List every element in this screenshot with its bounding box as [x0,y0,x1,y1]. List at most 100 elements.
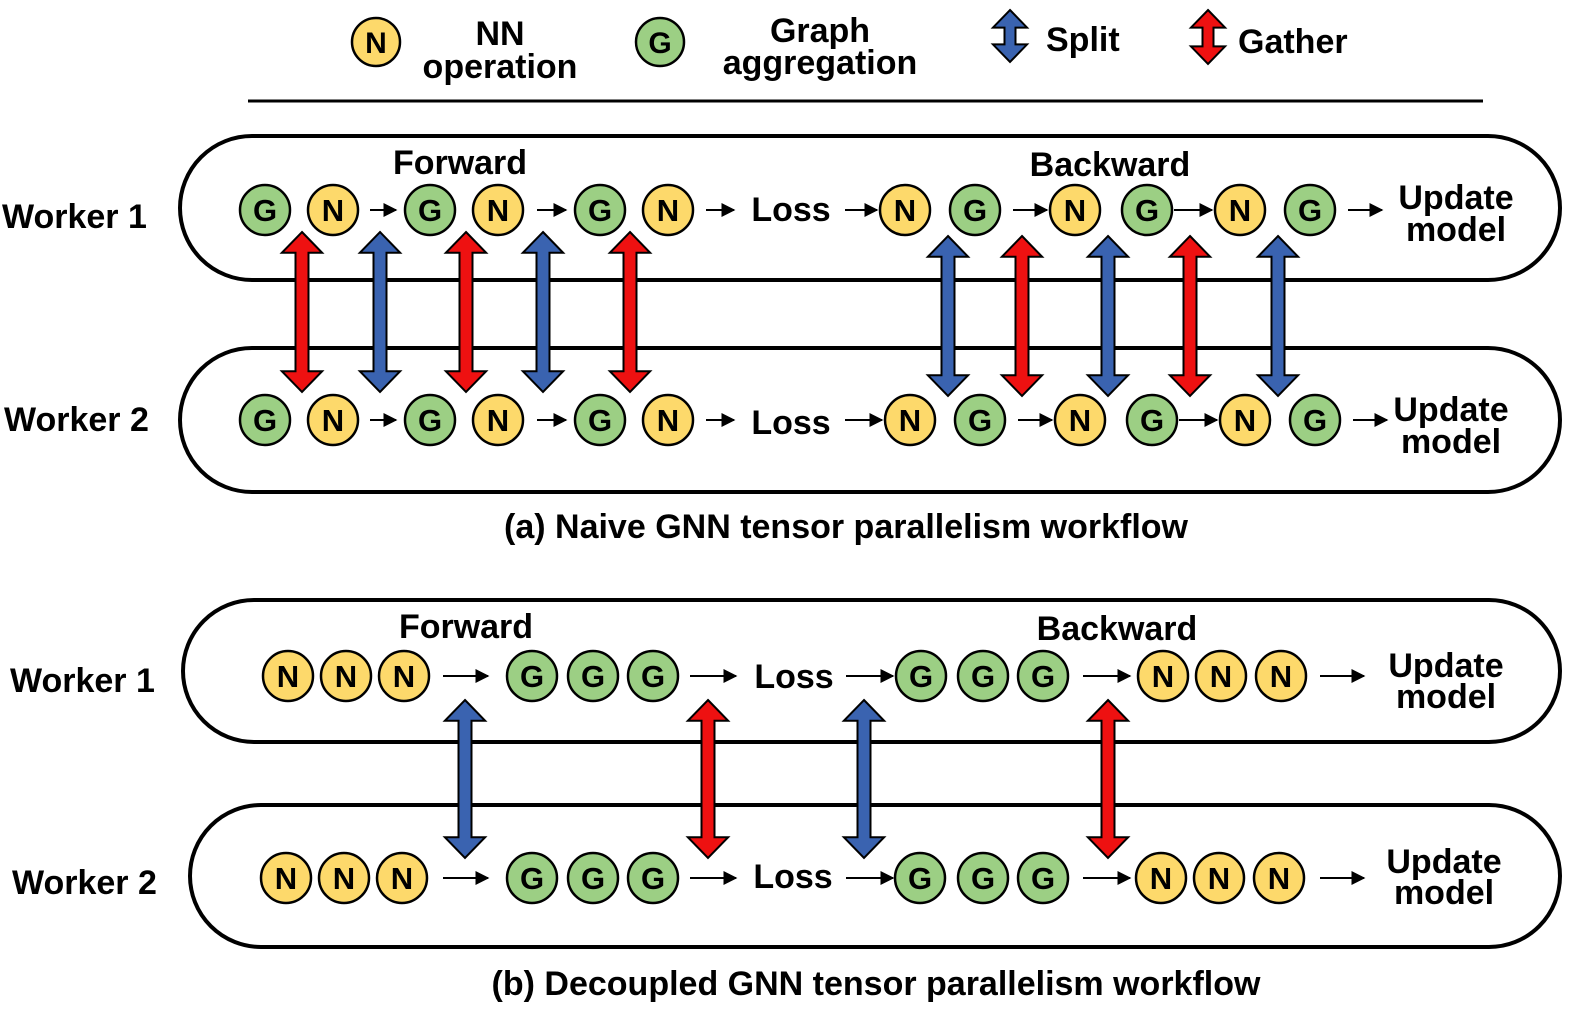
panel-b-worker2-forward-graph-node-3: G [626,851,680,905]
panel-a-worker2-backward-node-6: G [1288,393,1342,447]
svg-text:N: N [657,193,679,228]
panel-a-backward-gather-arrow-2 [999,234,1045,398]
legend-gather-label: Gather [1238,23,1348,61]
panel-a-forward-split-arrow-2 [357,230,403,394]
svg-text:G: G [581,659,605,694]
panel-a-worker2-backward-node-4: G [1125,393,1179,447]
panel-a-worker2-forward-node-6: N [641,393,695,447]
panel-a-flow-arrows [370,203,1389,427]
panel-a-worker1-backward-node-6: G [1283,183,1337,237]
panel-a-caption: (a) Naive GNN tensor parallelism workflo… [504,508,1189,546]
panel-b-worker1-forward-nn-node-2: N [319,649,373,703]
panel-a-backward-gather-arrow-4 [1167,234,1213,398]
panel-b-worker1-backward-nn-node-3: N [1254,649,1308,703]
legend-graph-label-line2: aggregation [723,44,918,82]
panel-b-worker1-forward-graph-node-1: G [505,649,559,703]
legend-split-arrow-icon [990,8,1030,64]
svg-text:G: G [418,193,442,228]
svg-text:N: N [1210,659,1232,694]
panel-b-worker2-backward-nn-node-1: N [1134,851,1188,905]
panel-b-worker1-backward-nn-node-1: N [1136,649,1190,703]
svg-text:N: N [322,193,344,228]
svg-text:G: G [253,403,277,438]
svg-text:N: N [333,861,355,896]
svg-text:G: G [1140,403,1164,438]
svg-text:N: N [1268,861,1290,896]
panel-b-split-arrow-3 [841,698,887,860]
panel-a-worker1-backward-node-2: G [948,183,1002,237]
panel-a-worker1-forward-node-6: N [641,183,695,237]
panel-a-worker2-backward-node-5: N [1218,393,1272,447]
svg-text:N: N [322,403,344,438]
panel-a-worker2-backward-node-2: G [953,393,1007,447]
svg-text:N: N [1069,403,1091,438]
legend-gather-arrow-shape [1188,8,1228,66]
svg-text:N: N [335,659,357,694]
panel-b-flow-arrows [443,669,1366,885]
panel-a-worker2-update-line2: model [1401,423,1501,461]
panel-a-worker1-backward-node-1: N [878,183,932,237]
panel-a-forward-split-arrow-4 [520,230,566,394]
panel-b-worker2-backward-nn-node-2: N [1192,851,1246,905]
panel-b-worker1-forward-graph-node-3: G [626,649,680,703]
panel-b-worker1-backward-graph-node-1: G [894,649,948,703]
svg-text:G: G [253,193,277,228]
panel-a-worker2-box [178,346,1562,494]
svg-text:G: G [1031,659,1055,694]
panel-a-worker2-forward-node-2: N [306,393,360,447]
svg-text:N: N [899,403,921,438]
svg-text:N: N [1229,193,1251,228]
svg-text:G: G [641,659,665,694]
panel-b-worker1-update-line2: model [1396,678,1496,716]
panel-a-worker2-backward-node-3: N [1053,393,1107,447]
svg-text:G: G [520,861,544,896]
panel-b-worker2-backward-graph-node-1: G [893,851,947,905]
panel-b-worker2-forward-graph-node-1: G [505,851,559,905]
panel-a-worker2-backward-node-1: N [883,393,937,447]
panel-a-worker2-forward-node-1: G [238,393,292,447]
panel-a-backward-split-arrow-5 [1255,234,1301,398]
panel-a-worker1-forward-node-3: G [403,183,457,237]
svg-text:G: G [968,403,992,438]
panel-b-worker1-backward-graph-node-3: G [1016,649,1070,703]
panel-b-worker2-backward-nn-node-3: N [1252,851,1306,905]
svg-text:N: N [391,861,413,896]
svg-text:G: G [1031,861,1055,896]
legend-split-arrow-shape [990,8,1030,64]
svg-text:N: N [894,193,916,228]
svg-text:G: G [909,659,933,694]
panel-a-worker2-label: Worker 2 [4,401,149,439]
legend-split-label: Split [1046,21,1120,59]
panel-b-gather-arrow-2 [685,698,731,860]
panel-a-backward-split-arrow-3 [1085,234,1131,398]
panel-b-worker2-label: Worker 2 [12,864,157,902]
panel-b-backward-label: Backward [1037,610,1198,648]
panel-b-worker2-backward-graph-node-2: G [956,851,1010,905]
svg-text:G: G [971,659,995,694]
panel-a-backward-label: Backward [1030,146,1191,184]
svg-text:G: G [581,861,605,896]
svg-text:G: G [641,861,665,896]
svg-text:N: N [1064,193,1086,228]
svg-text:G: G [971,861,995,896]
panel-b-worker1-backward-nn-node-2: N [1194,649,1248,703]
panel-b-worker2-update-line2: model [1394,874,1494,912]
legend-nn-label-line2: operation [423,48,578,86]
panel-b-caption: (b) Decoupled GNN tensor parallelism wor… [492,965,1261,1003]
svg-text:G: G [1298,193,1322,228]
panel-a-forward-label: Forward [393,144,527,182]
panel-b-worker1-label: Worker 1 [10,662,155,700]
panel-a-worker1-label: Worker 1 [2,198,147,236]
panel-b-worker2-forward-nn-node-1: N [259,851,313,905]
svg-text:G: G [418,403,442,438]
panel-a-worker1-backward-node-4: G [1120,183,1174,237]
svg-text:N: N [1150,861,1172,896]
panel-a-worker2-update-line1: Update [1393,391,1508,429]
panel-b-worker1-backward-graph-node-2: G [956,649,1010,703]
panel-b-worker1-update-line1: Update [1388,647,1503,685]
svg-text:G: G [520,659,544,694]
svg-text:N: N [393,659,415,694]
